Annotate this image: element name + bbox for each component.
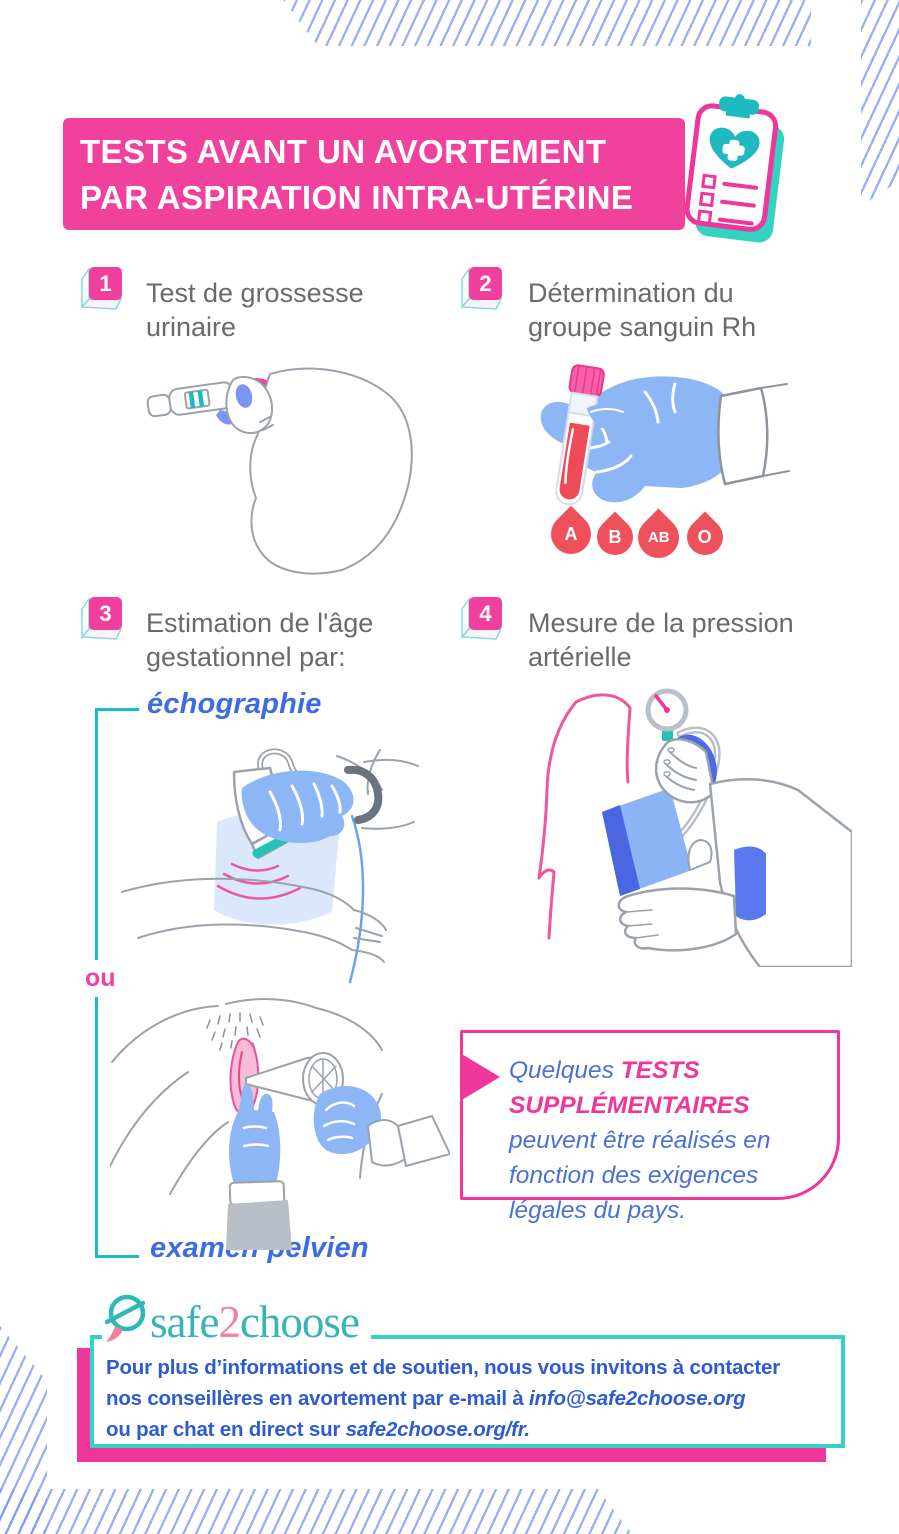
step-2-badge: 2 [458, 266, 504, 312]
ultrasound-illustration [121, 748, 419, 984]
footer-contact-box: Pour plus d’informations et de soutien, … [90, 1335, 845, 1448]
stripe-decoration-left [0, 1326, 47, 1534]
step-number: 2 [469, 267, 502, 300]
step-4-label: Mesure de la pression artérielle [528, 608, 794, 672]
step-number: 1 [89, 267, 122, 300]
badge-page-icon [460, 266, 503, 310]
bracket-line-bottom [95, 1255, 139, 1258]
option-connector-label: ou [82, 960, 119, 997]
badge-page-icon [80, 266, 123, 310]
step-number: 4 [469, 597, 502, 630]
contact-email-text: info@safe2choose.org [529, 1387, 746, 1410]
step-4-badge: 4 [458, 596, 504, 642]
stripe-decoration-bottom [0, 1489, 632, 1534]
badge-page-icon [80, 596, 123, 640]
contact-url-text: safe2choose.org/fr. [345, 1418, 530, 1441]
speech-bubble-icon [104, 1294, 146, 1342]
medical-clipboard-icon [684, 94, 785, 243]
step-3-label: Estimation de l'âge gestationnel par: [146, 608, 374, 672]
logo-wordmark: safe2choose [150, 1297, 360, 1347]
pelvic-exam-illustration [110, 998, 450, 1250]
blood-pressure-illustration [537, 688, 852, 967]
step-number: 3 [89, 597, 122, 630]
step-3-badge: 3 [78, 596, 124, 642]
callout-highlight: TESTS SUPPLÉMENTAIRES [509, 1057, 750, 1119]
bracket-line-top [95, 708, 139, 711]
step-1-badge: 1 [78, 266, 124, 312]
footer-text: Pour plus d’informations et de soutien, … [106, 1356, 780, 1441]
additional-tests-callout: Quelques TESTS SUPPLÉMENTAIRES peuvent ê… [460, 1030, 840, 1224]
badge-page-icon [460, 596, 503, 640]
stripe-decoration-right [861, 0, 899, 206]
step-1-label: Test de grossesse urinaire [146, 278, 364, 342]
safe2choose-logo: safe2choose [102, 1290, 371, 1347]
callout-text: Quelques TESTS SUPPLÉMENTAIRES peuvent ê… [509, 1057, 771, 1224]
step-2-label: Détermination du groupe sanguin Rh [528, 278, 757, 342]
callout-arrow-icon [460, 1053, 500, 1101]
blood-tube-illustration [540, 364, 790, 506]
stripe-decoration-top [283, 0, 811, 46]
option-ultrasound-label: échographie [147, 688, 322, 720]
pregnancy-test-illustration [146, 367, 413, 575]
